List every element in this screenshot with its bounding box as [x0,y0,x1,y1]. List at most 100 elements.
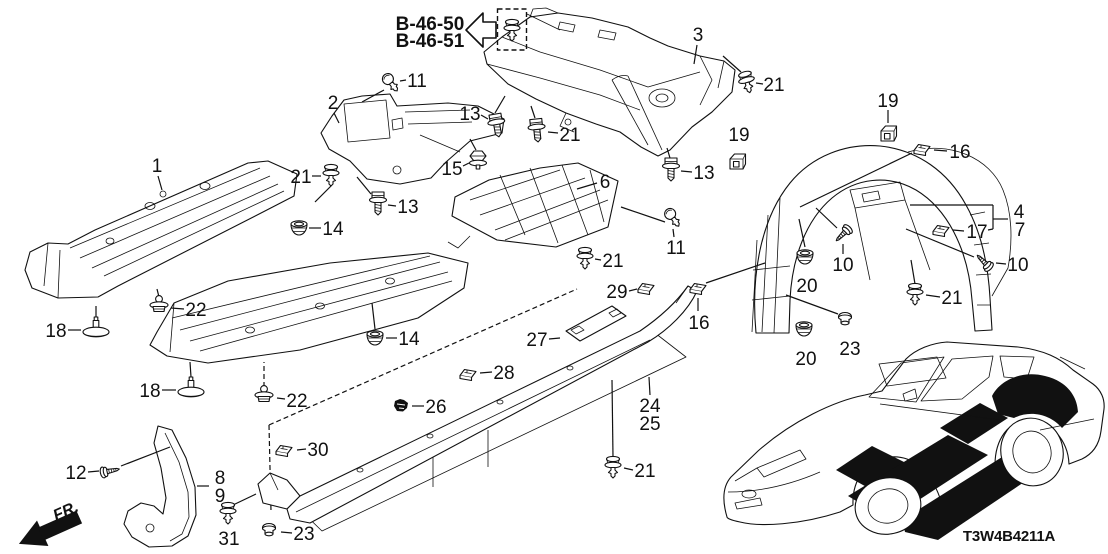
callout-label-6[interactable]: 6 [600,172,611,193]
callout-label-9[interactable]: 9 [215,486,226,507]
callout-label-18[interactable]: 18 [139,381,160,402]
callout-label-23[interactable]: 23 [839,339,860,360]
leader-line [371,302,376,330]
leader-line [232,493,257,506]
callout-label-1[interactable]: 1 [152,156,163,177]
callout-label-21[interactable]: 21 [290,167,311,188]
leader-line [399,79,407,82]
callout-9: 9 [215,486,226,507]
callout-label-21[interactable]: 21 [634,461,655,482]
nut-fastener-icon [468,150,488,170]
callout-13: 13 [459,95,508,139]
leader-line [815,207,838,229]
callout-label-21[interactable]: 21 [763,75,784,96]
callout-21: 21 [526,105,581,146]
leader-line [952,229,965,232]
leader-line [170,307,185,310]
grommet-fastener-icon [795,321,813,337]
callout-label-4[interactable]: 4 [1014,202,1025,223]
callout-label-8[interactable]: 8 [215,468,226,489]
leader-line [611,379,614,458]
callout-12: 12 [65,446,171,484]
callout-23: 23 [785,294,861,360]
callout-label-18[interactable]: 18 [45,321,66,342]
callout-23: 23 [261,522,315,545]
callout-label-21[interactable]: 21 [602,251,623,272]
plug-fastener-icon [261,522,277,537]
callout-label-20[interactable]: 20 [795,349,816,370]
callout-label-10[interactable]: 10 [832,255,853,276]
callout-label-21[interactable]: 21 [559,125,580,146]
callout-label-7[interactable]: 7 [1015,220,1026,241]
callout-label-14[interactable]: 14 [322,219,344,240]
callout-label-22[interactable]: 22 [185,300,206,321]
callout-label-19[interactable]: 19 [877,91,898,112]
callout-label-11[interactable]: 11 [407,71,427,92]
callout-label-13[interactable]: 13 [397,197,418,218]
rivet-fastener-icon [322,163,340,187]
callout-label-16[interactable]: 16 [688,313,709,334]
callout-label-26[interactable]: 26 [425,397,446,418]
callout-label-27[interactable]: 27 [526,330,547,351]
callout-10: 10 [815,207,855,276]
sqnut-fastener-icon [880,125,898,142]
leader-line [722,55,742,73]
leader-line [594,258,602,261]
callout-label-11[interactable]: 11 [666,238,686,259]
callout-15: 15 [441,138,488,180]
callout-label-24[interactable]: 24 [639,396,661,417]
callout-16: 16 [688,262,766,334]
callout-label-16[interactable]: 16 [949,142,970,163]
leader-line [987,228,994,231]
callout-label-13[interactable]: 13 [459,104,480,125]
callout-11: 11 [361,70,427,103]
callout-label-15[interactable]: 15 [441,159,462,180]
callout-label-21[interactable]: 21 [941,288,962,309]
callout-label-28[interactable]: 28 [493,363,514,384]
reference-code-1[interactable]: B-46-50 [396,14,465,35]
callout-label-12[interactable]: 12 [65,463,86,484]
leader-line [480,114,489,120]
leader-line [620,206,666,223]
jclip-fastener-icon [932,224,950,238]
callout-22: 22 [149,288,207,321]
callout-26: 26 [393,397,447,418]
callout-label-29[interactable]: 29 [606,282,627,303]
leader-line [680,170,693,173]
callout-label-30[interactable]: 30 [307,440,328,461]
callout-14: 14 [366,302,420,350]
jclip-fastener-icon [637,282,655,296]
part-3-engine-rear-under-cover [483,7,736,157]
reference-code-2[interactable]: B-46-51 [396,31,465,52]
callout-label-19[interactable]: 19 [728,125,749,146]
callout-10: 10 [905,228,1029,276]
bolt-fastener-icon [526,117,548,144]
callout-label-13[interactable]: 13 [693,163,714,184]
leader-line [296,448,307,451]
callout-22: 22 [254,362,308,412]
leader-line [995,262,1007,265]
callout-label-2[interactable]: 2 [328,93,339,114]
leader-line [785,294,839,315]
callout-label-17[interactable]: 17 [966,222,987,243]
callout-label-10[interactable]: 10 [1007,255,1028,276]
part-1-front-under-cover [24,160,298,299]
callout-label-25[interactable]: 25 [639,414,660,435]
callout-3: 3 [693,25,704,65]
callout-label-20[interactable]: 20 [796,276,817,297]
leader-line [276,397,286,400]
jclip-fastener-icon [689,282,707,296]
leader-line [798,218,806,248]
callout-30: 30 [275,440,329,461]
callout-label-23[interactable]: 23 [293,524,314,545]
callout-label-3[interactable]: 3 [693,25,704,46]
callout-label-22[interactable]: 22 [286,391,307,412]
leader-line [280,531,293,534]
leader-line [361,89,385,103]
sqnut-fastener-icon [729,153,747,170]
callout-4: 4 [910,202,1025,229]
grommet-fastener-icon [290,220,308,236]
callout-label-14[interactable]: 14 [398,329,420,350]
callout-25: 25 [639,414,660,435]
callout-label-31[interactable]: 31 [218,529,239,550]
